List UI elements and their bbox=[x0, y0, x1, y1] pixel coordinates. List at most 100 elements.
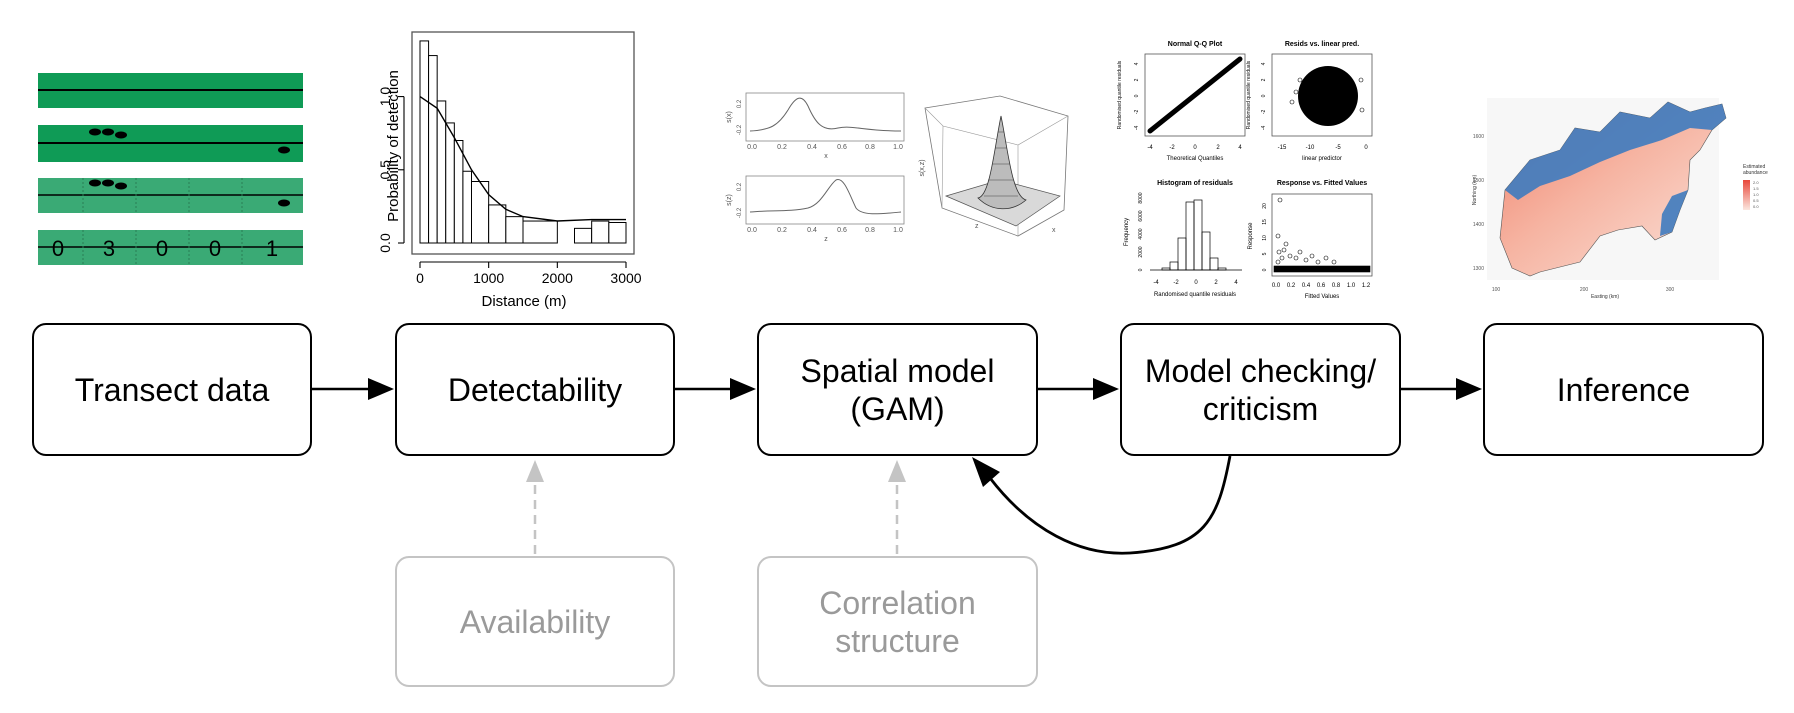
segment-count-2: 3 bbox=[103, 236, 115, 261]
x-tick-label: 300 bbox=[1666, 287, 1675, 293]
resids-point-cloud bbox=[1298, 66, 1358, 126]
legend-tick: 0.5 bbox=[1753, 198, 1759, 203]
x-tick-label: 0.2 bbox=[777, 227, 787, 234]
surface-plot: s(x,z) x z bbox=[919, 95, 1069, 237]
x-axis-label: linear predictor bbox=[1302, 156, 1342, 162]
y-tick-label: 8000 bbox=[1138, 192, 1144, 203]
correlation-structure-box: Correlation structure bbox=[757, 556, 1038, 687]
y-axis-label: z bbox=[975, 223, 979, 230]
map-legend: Estimated abundance 2.0 1.5 1.0 0.5 0.0 bbox=[1743, 164, 1768, 210]
animal-icon bbox=[278, 146, 290, 154]
arrow-correlation-to-spatial bbox=[888, 460, 906, 554]
y-tick-label: -4 bbox=[1261, 126, 1267, 131]
x-tick-label: -10 bbox=[1306, 145, 1315, 151]
y-tick-label: -2 bbox=[1261, 110, 1267, 115]
x-tick-label: 0.2 bbox=[777, 144, 787, 151]
arrow-checking-to-inference bbox=[1401, 378, 1482, 400]
y-tick-label: 0.2 bbox=[737, 99, 743, 108]
model-checking-box: Model checking/ criticism bbox=[1120, 323, 1401, 456]
histogram-bar bbox=[522, 220, 558, 244]
x-tick-label: 4 bbox=[1234, 280, 1238, 286]
high-density-coast bbox=[1505, 102, 1726, 200]
y-tick-label: 10 bbox=[1262, 235, 1268, 241]
y-tick-label: 0.2 bbox=[737, 182, 743, 191]
x-tick-label: 100 bbox=[1492, 287, 1501, 293]
x-tick-label: 1.2 bbox=[1362, 283, 1371, 289]
y-tick-label: 0.0 bbox=[377, 233, 393, 253]
x-tick-label: 0.0 bbox=[747, 227, 757, 234]
legend-title-line: Estimated bbox=[1743, 164, 1765, 170]
y-tick-label: 4 bbox=[1134, 62, 1140, 65]
transect-strip-3 bbox=[38, 178, 303, 213]
legend-tick: 2.0 bbox=[1753, 180, 1759, 185]
y-tick-label: 2 bbox=[1261, 78, 1267, 81]
legend-title: Estimated abundance bbox=[1743, 164, 1768, 176]
x-tick-label: 200 bbox=[1580, 287, 1589, 293]
x-axis-label: z bbox=[824, 236, 828, 243]
x-axis-label: x bbox=[824, 153, 828, 160]
x-axis-label: Fitted Values bbox=[1305, 294, 1340, 300]
spatial-model-box: Spatial model (GAM) bbox=[757, 323, 1038, 456]
smooth-plot-bottom: 0.0 0.2 0.4 0.6 0.8 1.0 z s(z) -0.2 0.2 bbox=[726, 175, 905, 243]
residual-histogram: Histogram of residuals Randomised quanti… bbox=[1124, 180, 1242, 298]
x-tick-label: 0.4 bbox=[807, 144, 817, 151]
x-axis-label: Randomised quantile residuals bbox=[1154, 292, 1236, 298]
segment-count-5: 1 bbox=[266, 236, 278, 261]
segment-count-3: 0 bbox=[156, 236, 168, 261]
y-tick-label: 0 bbox=[1138, 268, 1144, 271]
histogram-bar bbox=[608, 222, 627, 244]
y-tick-label: -0.2 bbox=[737, 207, 743, 218]
y-axis-label: Probability of detection bbox=[385, 70, 402, 222]
detectability-box: Detectability bbox=[395, 323, 675, 456]
x-tick-label: 0.6 bbox=[837, 144, 847, 151]
legend-title-line: abundance bbox=[1743, 170, 1768, 176]
y-tick-label: 0 bbox=[1261, 94, 1267, 97]
resids-plot: Resids vs. linear pred. linear predictor… bbox=[1246, 41, 1373, 162]
x-tick-label: -5 bbox=[1335, 145, 1341, 151]
inference-label: Inference bbox=[1556, 371, 1691, 408]
x-tick-label: -4 bbox=[1153, 280, 1159, 286]
qq-title: Normal Q-Q Plot bbox=[1168, 41, 1223, 48]
x-tick-label: 0.8 bbox=[865, 144, 875, 151]
resids-title: Resids vs. linear pred. bbox=[1285, 41, 1359, 48]
fitted-title: Response vs. Fitted Values bbox=[1277, 180, 1367, 187]
x-tick-label: 0.8 bbox=[1332, 283, 1341, 289]
plot-frame bbox=[411, 31, 635, 255]
transect-strip-2 bbox=[38, 125, 303, 162]
x-tick-label: 1.0 bbox=[893, 144, 903, 151]
qq-plot: Normal Q-Q Plot Theoretical Quantiles Ra… bbox=[1117, 41, 1246, 162]
animal-group-icon bbox=[89, 128, 127, 139]
y-tick-label: 20 bbox=[1262, 203, 1268, 209]
arrow-checking-feedback bbox=[972, 455, 1232, 555]
x-axis-label: Easting (km) bbox=[1591, 294, 1619, 300]
x-axis-label: Distance (m) bbox=[481, 293, 566, 310]
fitted-plot: Response vs. Fitted Values Fitted Values… bbox=[1248, 180, 1373, 300]
transect-data-label: Transect data bbox=[74, 371, 270, 408]
legend-tick: 1.0 bbox=[1753, 192, 1759, 197]
x-tick-label: 0 bbox=[1364, 145, 1368, 151]
x-tick-label: 1.0 bbox=[893, 227, 903, 234]
x-tick-label: -2 bbox=[1173, 280, 1179, 286]
x-tick-label: 0.4 bbox=[1302, 283, 1311, 289]
x-axis-label: x bbox=[1052, 227, 1056, 234]
availability-label: Availability bbox=[459, 603, 611, 640]
availability-box: Availability bbox=[395, 556, 675, 687]
segment-count-4: 0 bbox=[209, 236, 221, 261]
x-tick-label: 0 bbox=[416, 270, 424, 286]
x-tick-label: 1000 bbox=[473, 270, 504, 286]
legend-tick: 0.0 bbox=[1753, 204, 1759, 209]
smooth-curve-bottom bbox=[749, 179, 902, 215]
model-checking-label: Model checking/ criticism bbox=[1144, 352, 1377, 427]
spatial-model-label: Spatial model (GAM) bbox=[800, 352, 995, 427]
y-axis-label: Randomised quantile residuals bbox=[1117, 60, 1123, 129]
x-tick-label: 0.6 bbox=[1317, 283, 1326, 289]
arrow-spatial-to-checking bbox=[1038, 378, 1119, 400]
x-tick-label: 2 bbox=[1216, 145, 1220, 151]
arrow-transect-to-detect bbox=[312, 378, 394, 400]
y-tick-label: 1400 bbox=[1473, 222, 1484, 228]
